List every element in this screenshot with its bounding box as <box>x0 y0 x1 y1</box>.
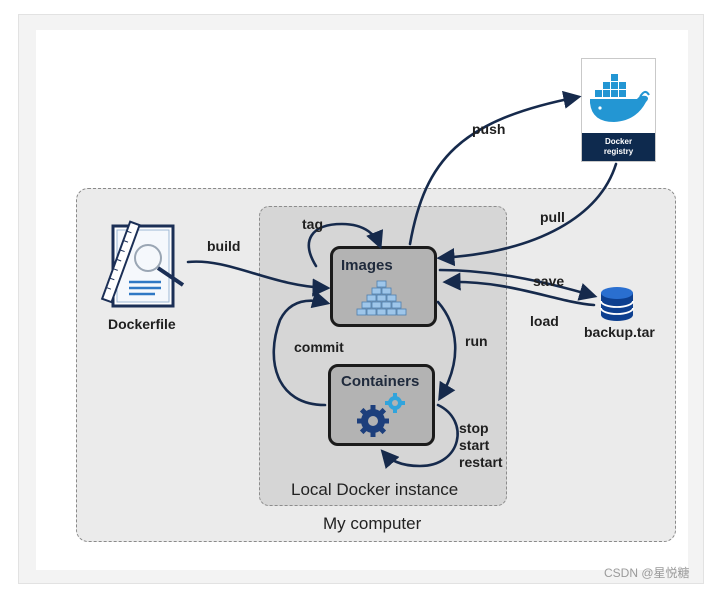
image-cube <box>366 308 377 316</box>
tag-label: tag <box>302 216 323 232</box>
docker-whale-icon <box>590 74 650 122</box>
run-arrow <box>436 300 457 402</box>
images-node-title: Images <box>341 257 393 274</box>
image-cube <box>376 308 387 316</box>
image-cube <box>386 308 397 316</box>
save-label: save <box>533 273 565 289</box>
image-cube <box>366 294 377 302</box>
containers-node-title: Containers <box>341 373 420 390</box>
stop-start-restart-arrow <box>380 403 459 469</box>
gears-icon <box>357 393 405 437</box>
registry-label-line1: Docker <box>604 137 633 146</box>
start-label: start <box>459 437 490 453</box>
registry-label-band: Docker registry <box>582 133 655 161</box>
pull-label: pull <box>540 209 565 225</box>
image-cube <box>371 287 382 295</box>
pull-arrow <box>436 162 618 267</box>
database-icon <box>600 287 634 321</box>
image-cube <box>361 301 372 309</box>
image-cube <box>376 280 387 288</box>
local-docker-instance-label: Local Docker instance <box>291 480 459 499</box>
my-computer-label: My computer <box>323 514 422 533</box>
build-arrow <box>186 260 331 297</box>
registry-label-line2: registry <box>603 147 634 156</box>
image-cube <box>391 301 402 309</box>
load-arrow <box>442 272 596 307</box>
commit-label: commit <box>294 339 344 355</box>
image-cube <box>371 301 382 309</box>
image-cube <box>381 287 392 295</box>
containers-node <box>328 364 435 446</box>
save-arrow <box>438 268 598 301</box>
dockerfile-label: Dockerfile <box>108 316 176 332</box>
image-cube <box>381 301 392 309</box>
load-label: load <box>530 313 559 329</box>
stop-label: stop <box>459 420 489 436</box>
commit-arrow <box>272 290 331 407</box>
image-cube <box>376 294 387 302</box>
watermark: CSDN @星悦糖 <box>604 566 690 580</box>
push-label: push <box>472 121 506 137</box>
dockerfile-icon <box>100 220 185 308</box>
images-stack-icon <box>356 280 407 316</box>
image-cube <box>356 308 367 316</box>
build-label: build <box>207 238 241 254</box>
run-label: run <box>465 333 488 349</box>
tag-arrow <box>307 222 384 268</box>
push-arrow <box>408 90 582 246</box>
restart-label: restart <box>459 454 503 470</box>
backup-tar-label: backup.tar <box>584 324 655 340</box>
image-cube <box>396 308 407 316</box>
image-cube <box>386 294 397 302</box>
